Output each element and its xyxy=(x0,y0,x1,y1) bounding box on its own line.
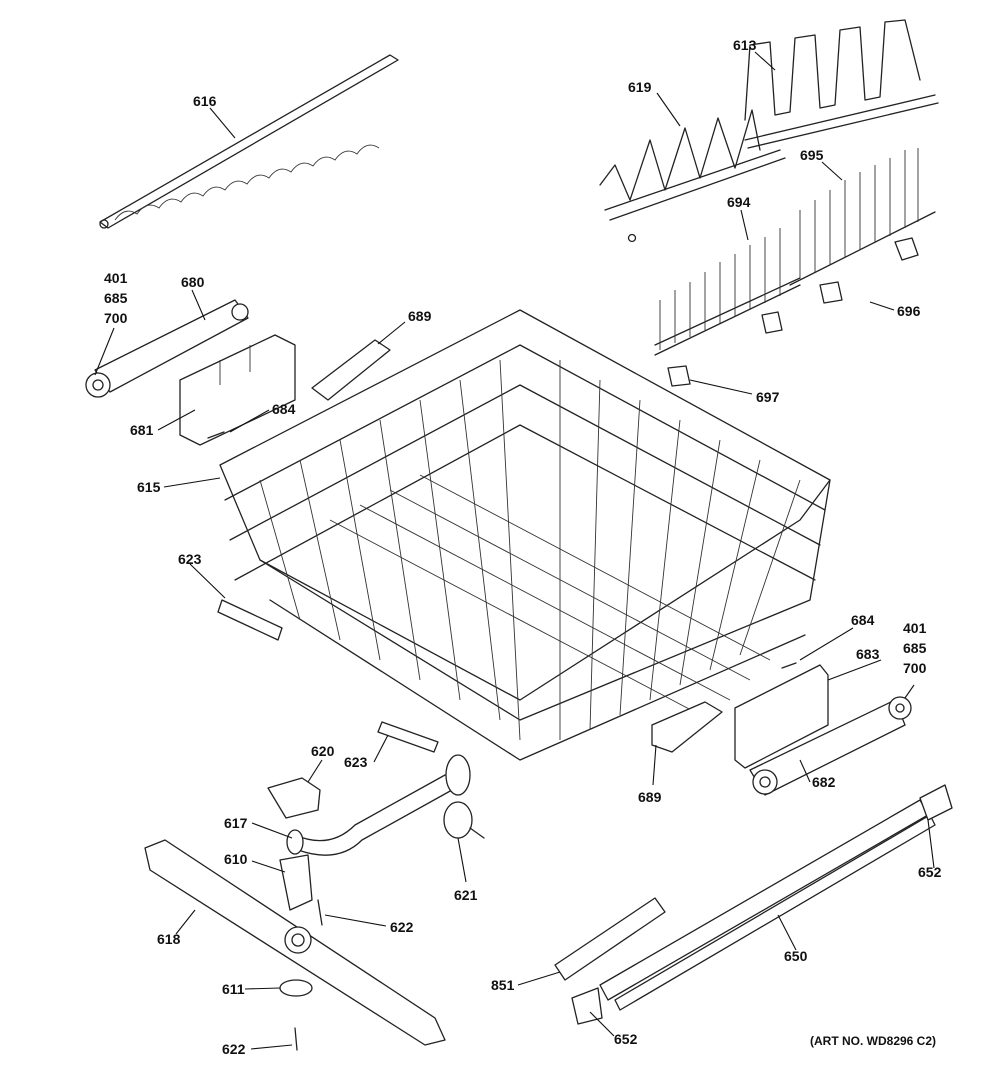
label-616: 616 xyxy=(193,93,217,109)
label-613: 613 xyxy=(733,37,757,53)
part-652-end-cap-left xyxy=(571,987,603,1025)
label-615: 615 xyxy=(137,479,161,495)
label-652-right: 652 xyxy=(918,864,942,880)
label-622-lower: 622 xyxy=(222,1041,246,1057)
label-682: 682 xyxy=(812,774,836,790)
part-623-rail-left xyxy=(217,599,283,641)
label-617: 617 xyxy=(224,815,248,831)
part-680-left-adjuster xyxy=(85,299,249,398)
part-683-bracket xyxy=(734,664,829,769)
label-700-right: 700 xyxy=(903,660,927,676)
label-621: 621 xyxy=(454,887,478,903)
label-680: 680 xyxy=(181,274,205,290)
label-401-right: 401 xyxy=(903,620,927,636)
label-681: 681 xyxy=(130,422,154,438)
label-622-upper: 622 xyxy=(390,919,414,935)
part-652-end-cap-right xyxy=(919,784,953,821)
part-684-screw-right xyxy=(781,662,797,669)
part-621-clamp xyxy=(443,801,485,839)
callout-labels: 616 613 619 695 694 696 697 401 685 700 … xyxy=(104,37,942,1057)
label-684-right: 684 xyxy=(851,612,875,628)
part-695-tine-assembly xyxy=(789,148,936,286)
label-689-bottom: 689 xyxy=(638,789,662,805)
label-685-right: 685 xyxy=(903,640,927,656)
label-610: 610 xyxy=(224,851,248,867)
part-681-bracket xyxy=(179,334,296,446)
label-694: 694 xyxy=(727,194,751,210)
art-number: (ART NO. WD8296 C2) xyxy=(810,1034,936,1048)
part-613-cup-shelf xyxy=(744,19,939,149)
label-685-left: 685 xyxy=(104,290,128,306)
part-851-bracket xyxy=(554,897,666,981)
part-622-screw-upper xyxy=(317,899,323,926)
label-851: 851 xyxy=(491,977,515,993)
leader-lines xyxy=(94,51,935,1050)
part-611-washer xyxy=(279,979,313,997)
part-623-rail-right xyxy=(377,721,439,753)
label-611: 611 xyxy=(222,981,245,997)
label-689-top: 689 xyxy=(408,308,432,324)
part-620-clip xyxy=(267,777,321,819)
label-401-left: 401 xyxy=(104,270,128,286)
part-622-screw-lower xyxy=(294,1027,298,1051)
part-682-right-adjuster xyxy=(749,696,912,796)
part-616-tine-row xyxy=(99,54,399,229)
label-623-left: 623 xyxy=(178,551,202,567)
label-623-right: 623 xyxy=(344,754,368,770)
part-696-clips xyxy=(819,237,919,304)
part-610-manifold xyxy=(279,854,313,911)
label-697: 697 xyxy=(756,389,780,405)
label-696: 696 xyxy=(897,303,921,319)
part-619-cup-shelf xyxy=(599,109,786,243)
part-617-feed-tube xyxy=(286,754,471,856)
part-694-tine-assembly xyxy=(654,228,801,356)
part-684-screw-left xyxy=(207,431,225,439)
part-615-upper-rack xyxy=(219,309,831,761)
part-697-clips xyxy=(667,311,783,387)
label-652-left: 652 xyxy=(614,1031,638,1047)
part-618-spray-arm xyxy=(144,839,446,1046)
label-620: 620 xyxy=(311,743,335,759)
label-650: 650 xyxy=(784,948,808,964)
part-689-rack-handle-top xyxy=(311,339,391,401)
label-618: 618 xyxy=(157,931,181,947)
label-684-left: 684 xyxy=(272,401,296,417)
label-619: 619 xyxy=(628,79,652,95)
part-689-rack-handle-bottom xyxy=(651,701,723,753)
label-695: 695 xyxy=(800,147,824,163)
label-700-left: 700 xyxy=(104,310,128,326)
label-683: 683 xyxy=(856,646,880,662)
